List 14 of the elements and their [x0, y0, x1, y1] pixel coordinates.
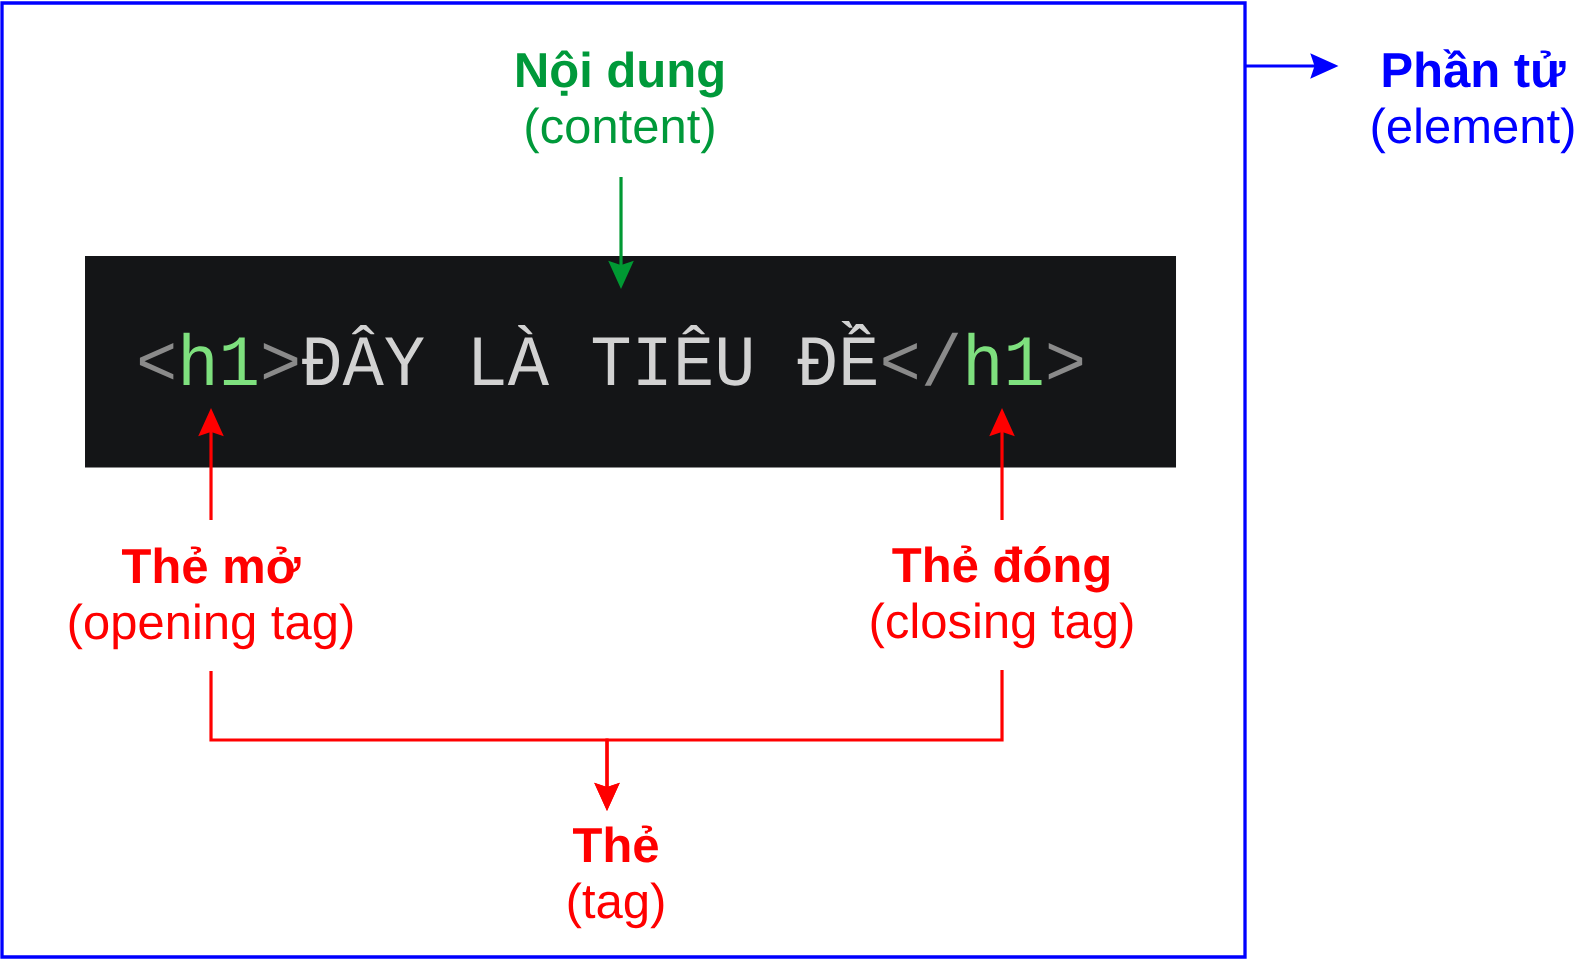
code-symbol: </	[883, 332, 959, 386]
callout-label: Thẻ mở (opening tag)	[69, 546, 353, 650]
callout-label: Thẻ đóng (closing tag)	[871, 545, 1133, 649]
tag-name: h1	[183, 332, 257, 385]
code-text: ĐÂY LÀ TIÊU ĐỀ	[302, 321, 876, 386]
code-symbol: >	[263, 343, 298, 380]
tag-name: h1	[968, 332, 1042, 385]
code-symbol: <	[139, 343, 174, 380]
code-symbol: >	[1048, 343, 1083, 380]
callout-label: Nội dung (content)	[517, 50, 723, 154]
code-panel	[85, 256, 1176, 468]
callout-label: Phần tử (element)	[1372, 49, 1574, 154]
callout-label: Thẻ (tag)	[568, 825, 664, 929]
frame-border	[0, 1, 1247, 959]
